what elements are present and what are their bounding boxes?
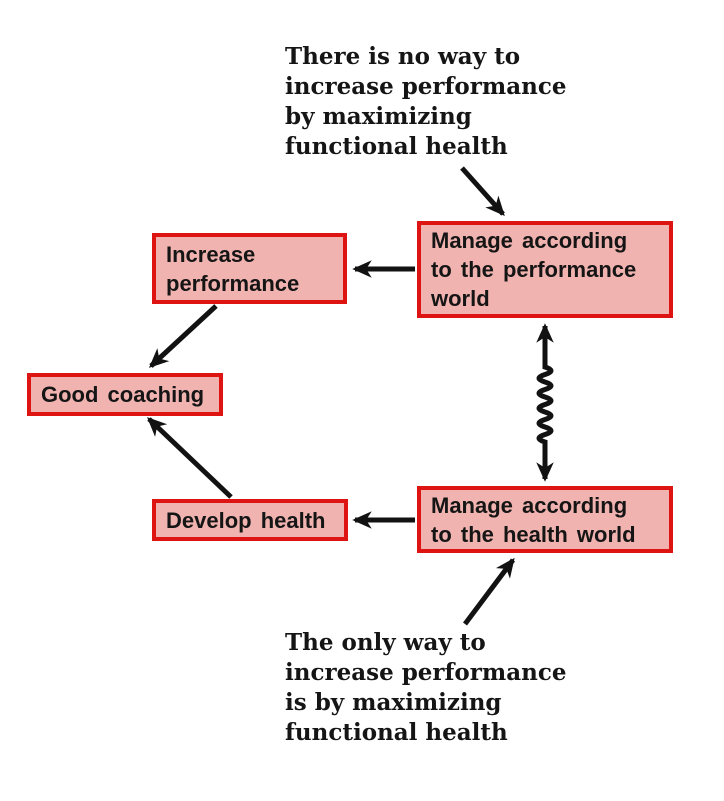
arrow-develop-health-to-good-coaching	[147, 417, 233, 499]
note-line: increase performance	[285, 73, 567, 100]
node-label-line: to the health world	[431, 521, 636, 547]
note-only-way-to-increase: The only way to increase performance is …	[285, 628, 567, 748]
node-label-line: Manage according	[431, 228, 628, 253]
node-label-line: to the performance	[431, 257, 637, 282]
node-label-line: world	[431, 286, 490, 311]
note-line: by maximizing	[285, 103, 472, 130]
node-label-line: Manage according	[431, 492, 628, 518]
note-line: increase performance	[285, 659, 567, 686]
node-develop-health: Develop health	[152, 499, 348, 541]
arrow-top-note-to-performance-box	[460, 166, 505, 217]
node-good-coaching: Good coaching	[27, 373, 223, 416]
note-line: There is no way to	[285, 43, 521, 70]
node-label-line: Increase	[166, 241, 256, 267]
arrow-increase-performance-to-good-coaching	[148, 304, 218, 368]
note-line: functional health	[285, 133, 508, 160]
note-no-way-to-increase: There is no way to increase performance …	[285, 42, 567, 162]
node-manage-performance-world: Manage according to the performance worl…	[417, 221, 673, 318]
node-label-line: Good coaching	[41, 382, 205, 407]
node-label-line: Develop health	[166, 507, 326, 533]
note-line: functional health	[285, 719, 508, 746]
arrow-bottom-note-to-health-box	[463, 557, 515, 626]
node-increase-performance: Increase performance	[152, 233, 347, 304]
squiggle-double-arrow	[536, 323, 554, 482]
node-label-line: performance	[166, 270, 300, 296]
note-line: is by maximizing	[285, 689, 502, 716]
note-line: The only way to	[285, 629, 486, 656]
node-manage-health-world: Manage according to the health world	[417, 486, 673, 553]
